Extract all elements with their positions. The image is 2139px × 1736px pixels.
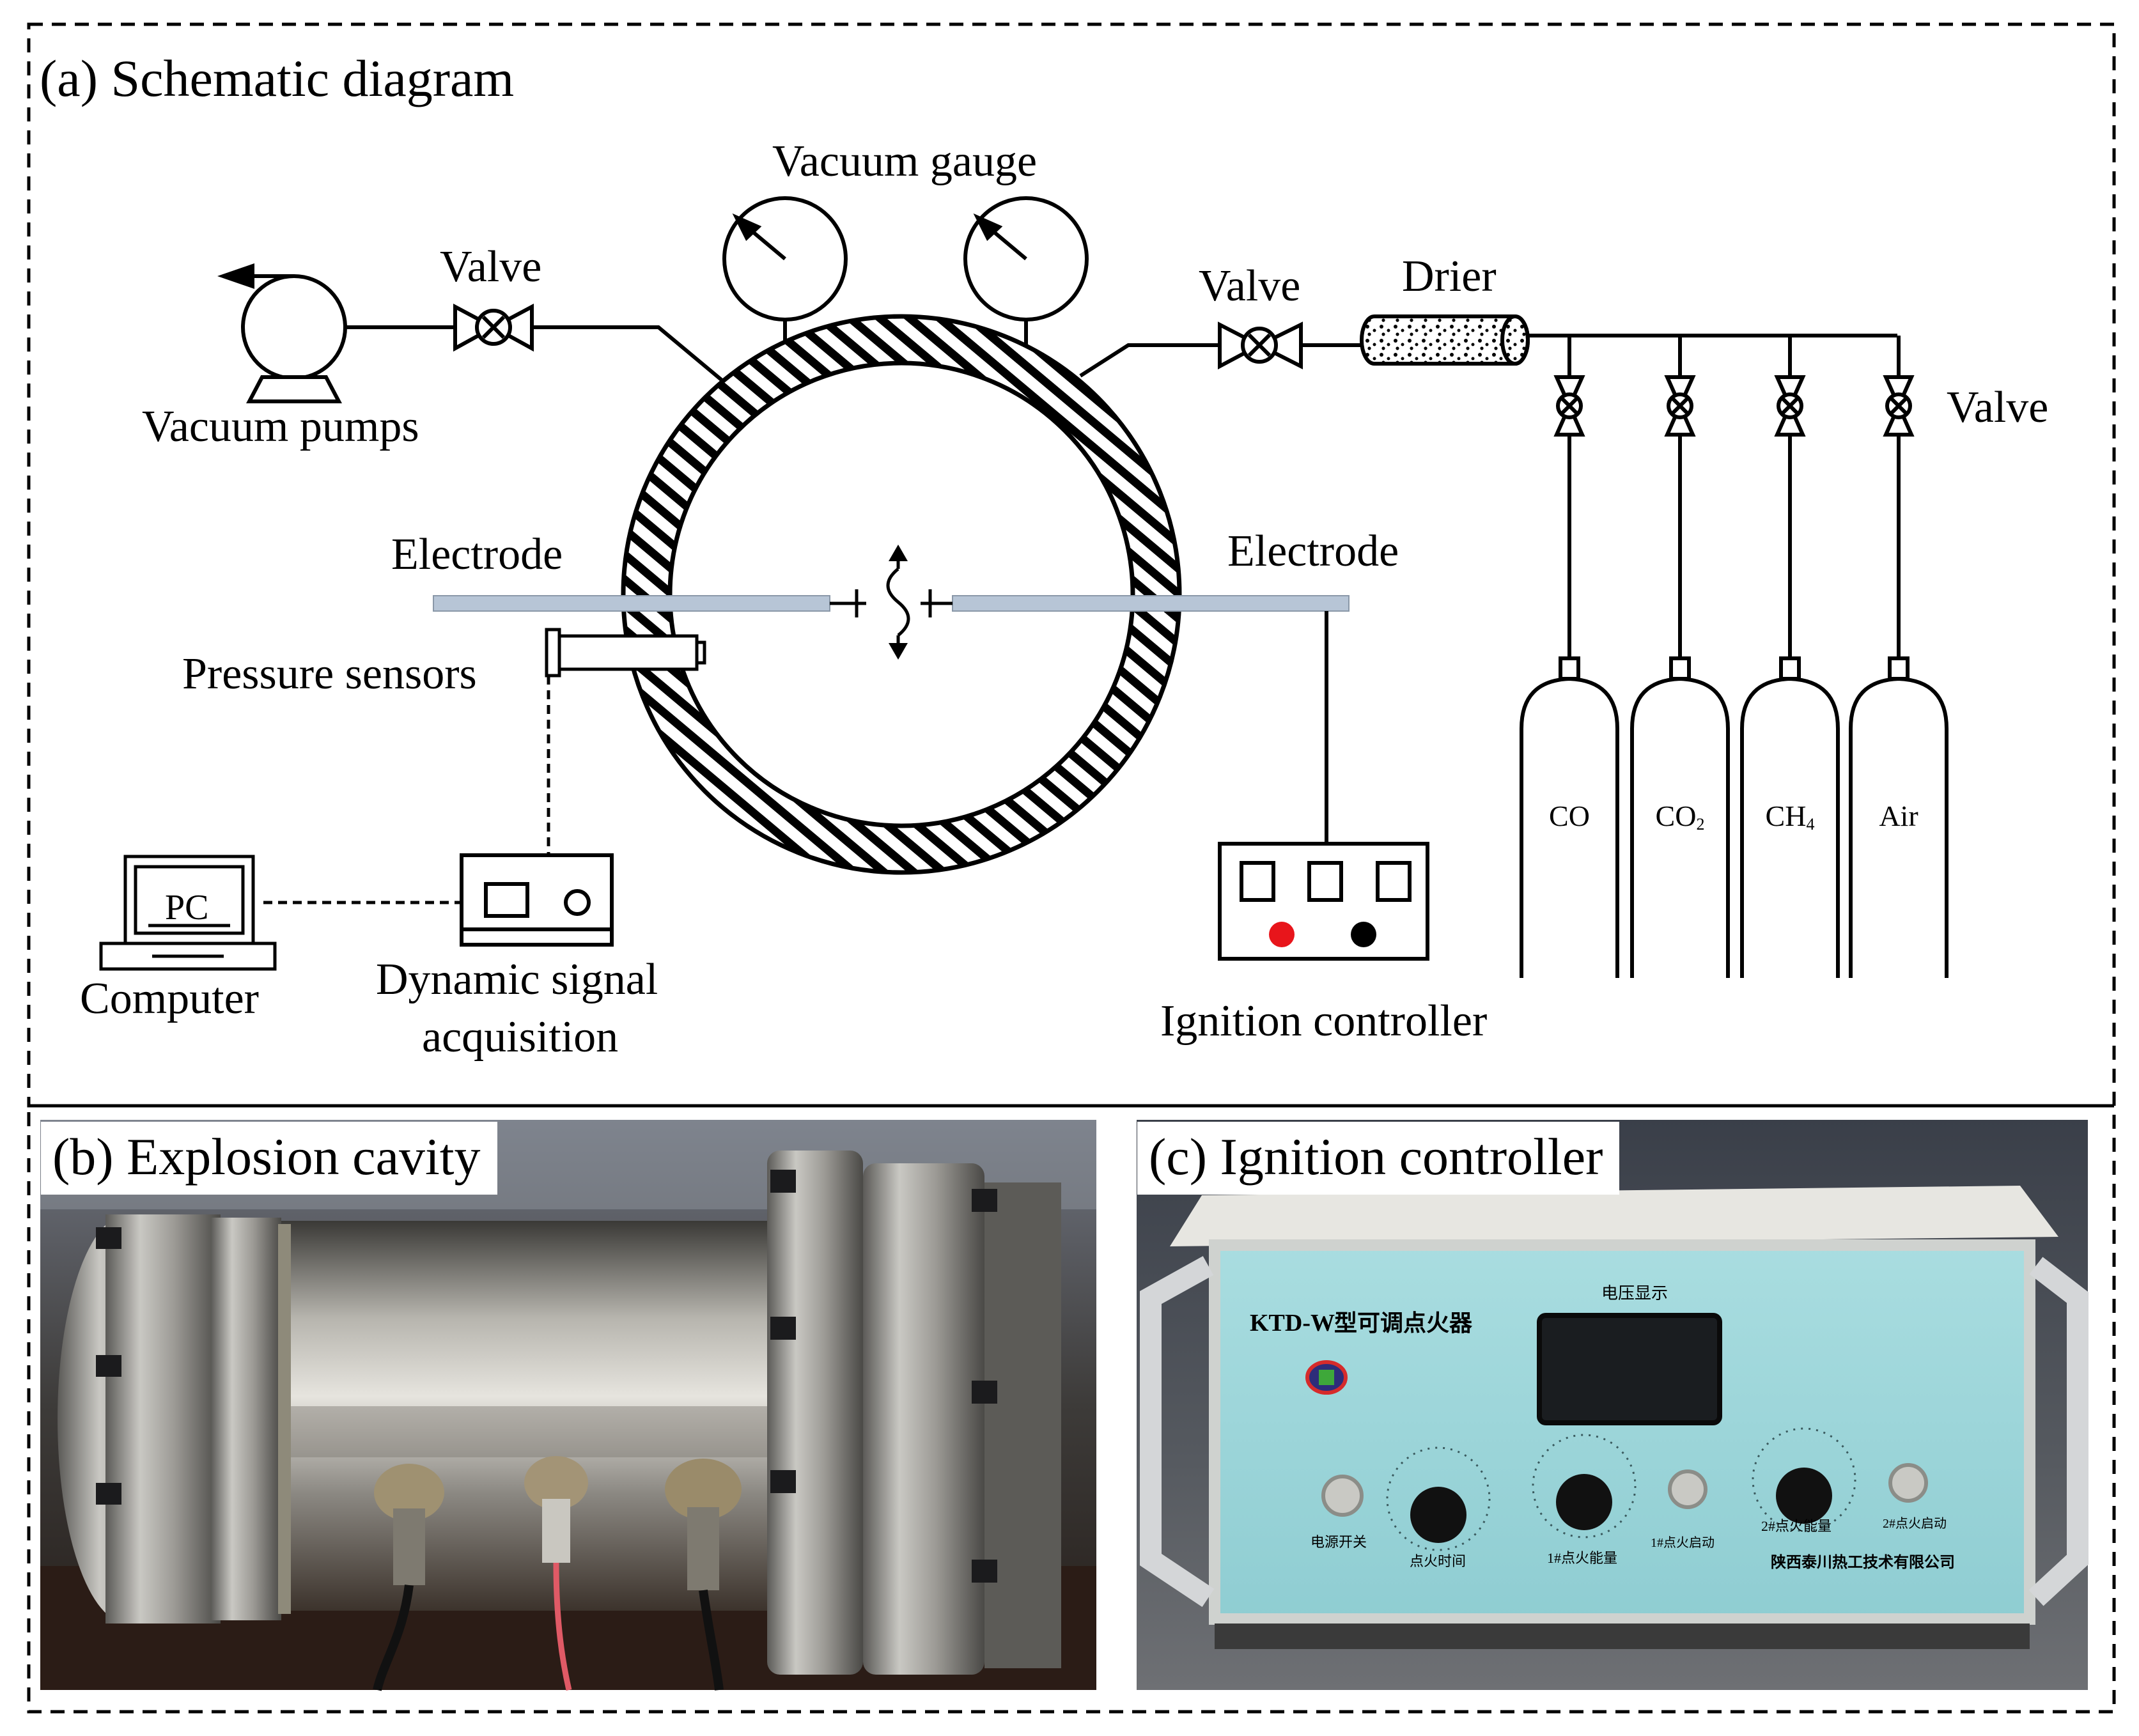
vacuum-gauge-label: Vacuum gauge (772, 137, 1037, 186)
cylinder-label: CO (1549, 800, 1590, 832)
gas-cylinder-branch: CO (1520, 336, 1619, 978)
valve-bank-icon (1883, 375, 1915, 437)
valve-bank-icon (1664, 375, 1696, 437)
drier-icon (1360, 314, 1530, 366)
pc-label: PC (165, 888, 209, 927)
switch-label-1: 电源开关 (1311, 1534, 1367, 1550)
electrode-right (952, 595, 1350, 612)
gas-cylinder-icon (1520, 676, 1619, 978)
valve-right-icon (1218, 322, 1303, 369)
panel-c-title: (c) Ignition controller (1137, 1122, 1620, 1195)
electrode-left-label: Electrode (391, 530, 563, 579)
valve-left-label: Valve (440, 242, 541, 291)
controller-display-caption: 电压显示 (1601, 1284, 1668, 1303)
valve-bank-label: Valve (1947, 383, 2048, 432)
computer-label: Computer (80, 974, 259, 1023)
cylinder-neck (1779, 656, 1801, 681)
gas-cylinder-branch: CO2 (1630, 336, 1730, 978)
gas-cylinder-branch: Air (1849, 336, 1948, 978)
spark-arrow-up-icon (889, 545, 908, 561)
ignition-controller-photo: 电压显示 KTD-W 型可调点火器 点火时间 1#点火能量 2#点火能量 电源开… (1137, 1120, 2088, 1690)
spark-gap-icon (830, 550, 953, 655)
cylinder-neck (1669, 656, 1691, 681)
power-switch-icon (1321, 1475, 1364, 1517)
knob-label-1: 点火时间 (1410, 1553, 1466, 1569)
ignition-black-button-icon (1351, 922, 1376, 947)
valve-bank-icon (1553, 375, 1585, 437)
panel-a-title: (a) Schematic diagram (40, 49, 514, 107)
panel-a-frame (27, 22, 2116, 1108)
panel-b-title: (b) Explosion cavity (41, 1122, 497, 1195)
dynamic-signal-acquisition-icon (460, 853, 614, 947)
controller-name: 型可调点火器 (1334, 1310, 1473, 1336)
gas-cylinder-bank: CO CO2 CH4 Air (1520, 336, 1948, 978)
vacuum-line (345, 325, 733, 391)
ignition-1-start-icon (1668, 1469, 1707, 1509)
vacuum-gauge-2-icon (963, 196, 1089, 348)
gas-supply-line (1079, 334, 1897, 378)
valve-bank-icon (1774, 375, 1806, 437)
dsa-label-line1: Dynamic signal (376, 955, 658, 1004)
vacuum-pumps-label: Vacuum pumps (142, 402, 419, 451)
knob-label-2: 1#点火能量 (1547, 1550, 1617, 1566)
controller-brand: KTD-W (1250, 1310, 1335, 1337)
gas-cylinder-branch: CH4 (1740, 336, 1840, 978)
gas-cylinder-icon (1630, 676, 1730, 978)
cylinder-neck (1559, 656, 1580, 681)
explosion-cavity-photo (40, 1120, 1096, 1691)
electrode-right-label: Electrode (1227, 527, 1399, 576)
outer-frame (27, 1104, 2116, 1714)
pressure-sensor-icon (545, 628, 706, 678)
electrode-left (433, 595, 830, 612)
knob-label-3: 2#点火能量 (1761, 1518, 1832, 1534)
pressure-sensors-label: Pressure sensors (182, 649, 477, 699)
cylinder-neck (1888, 656, 1910, 681)
switch-label-3: 2#点火启动 (1883, 1516, 1947, 1531)
cylinder-label: CO2 (1656, 800, 1705, 833)
ignition-controller-label: Ignition controller (1160, 996, 1487, 1046)
gas-cylinder-icon (1740, 676, 1840, 978)
ignition-red-button-icon (1269, 922, 1295, 947)
cylinder-label: CH4 (1766, 800, 1815, 833)
ignition-2-start-icon (1888, 1463, 1928, 1503)
drier-label: Drier (1402, 252, 1497, 301)
pump-exhaust-arrow-icon (217, 263, 254, 289)
spark-arrow-down-icon (889, 643, 908, 660)
vacuum-gauge-1-icon (722, 196, 848, 348)
controller-maker: 陕西泰川热工技术有限公司 (1771, 1553, 1955, 1571)
valve-left-icon (453, 304, 534, 352)
switch-label-2: 1#点火启动 (1651, 1535, 1715, 1550)
vacuum-pump-icon (230, 274, 347, 403)
explosion-chamber (621, 314, 1182, 875)
computer-icon (99, 855, 277, 971)
ignition-controller-icon (1218, 842, 1429, 961)
cylinder-label: Air (1879, 800, 1918, 832)
valve-right-label: Valve (1199, 261, 1300, 311)
gas-cylinder-icon (1849, 676, 1948, 978)
dsa-label-line2: acquisition (422, 1012, 618, 1062)
